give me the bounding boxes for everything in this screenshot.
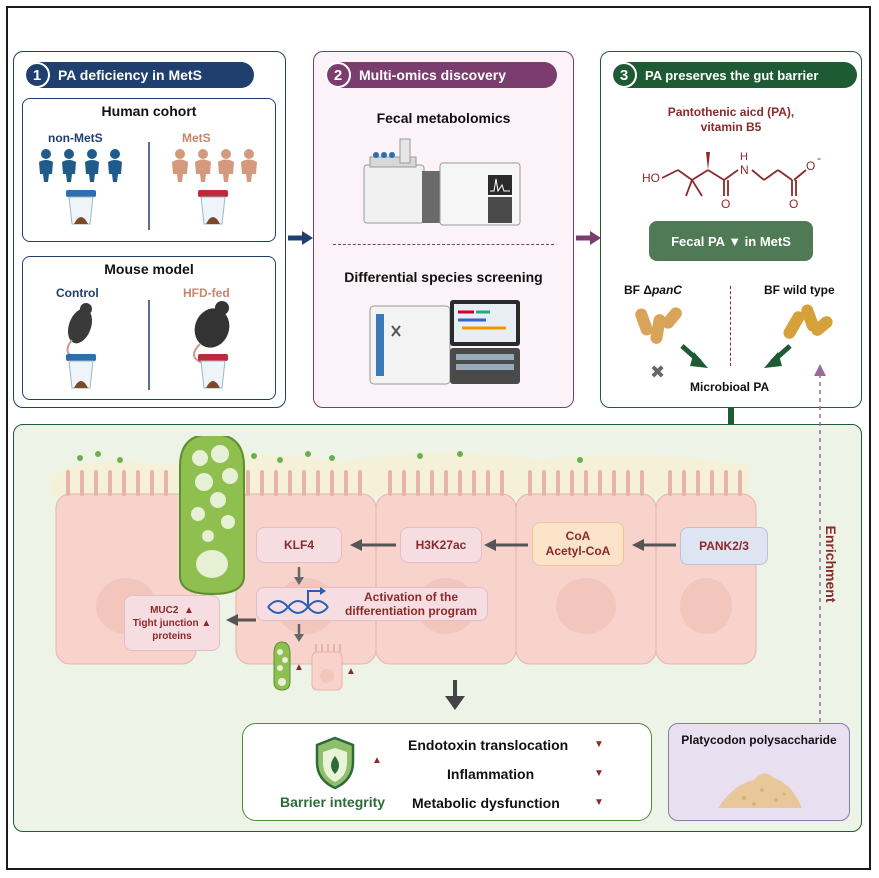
pa-compound-name: Pantothenic aicd (PA), vitamin B5 — [600, 105, 862, 135]
struct-ho: HO — [642, 171, 660, 185]
sample-cup-blue-icon — [66, 190, 96, 225]
struct-o-acid: O — [806, 159, 815, 173]
struct-n: N — [740, 163, 749, 177]
mets-label: MetS — [182, 131, 211, 145]
control-label: Control — [56, 286, 99, 300]
bacteria-graphics — [635, 304, 833, 368]
lc-ms-instrument-icon — [363, 138, 521, 226]
outcome-item-1: Endotoxin translocation — [408, 737, 569, 753]
non-mets-label: non-MetS — [48, 131, 103, 145]
arrow-coa-to-h3k — [484, 539, 528, 551]
cross-icon: ✖ — [650, 362, 666, 382]
muc2-node: MUC2 ▲ Tight junction ▲ proteins — [124, 595, 220, 651]
panel2-divider — [333, 244, 554, 245]
goblet-up-icon: ▲ — [294, 662, 304, 673]
human-cohort-graphics — [39, 142, 257, 230]
mouse-model-title: Mouse model — [104, 261, 194, 277]
bacteria-wild-icon — [783, 304, 833, 339]
panel1-title: PA deficiency in MetS — [58, 67, 202, 83]
enterocyte-up-icon: ▲ — [346, 666, 356, 677]
sequencer-instrument-icon — [369, 300, 520, 385]
powder-icon — [718, 773, 802, 808]
bacteria-mutant-icon — [635, 307, 682, 344]
panel3-number: 3 — [611, 62, 637, 88]
bf-panc-prefix: BF Δ — [624, 283, 652, 297]
coa-line2: Acetyl-CoA — [545, 544, 611, 558]
struct-h: H — [740, 151, 748, 163]
coa-line1: CoA — [565, 529, 591, 543]
fecal-pa-box: Fecal PA ▼ in MetS — [649, 221, 813, 261]
coa-node: CoA Acetyl-CoA — [532, 522, 624, 566]
human-cohort-title: Human cohort — [101, 103, 197, 119]
people-non-mets-icon — [39, 149, 122, 182]
muc2-up-icon: ▲ — [184, 604, 194, 616]
panel2-number: 2 — [325, 62, 351, 88]
mouse-cup-red-icon — [198, 354, 228, 389]
tight-line2: proteins — [152, 630, 192, 642]
pank-node: PANK2/3 — [680, 527, 768, 565]
outcome-down-icon-2: ▼ — [594, 768, 604, 779]
panel1-header: 1 PA deficiency in MetS — [24, 62, 254, 88]
pa-structure: HO N H O O O - — [642, 151, 821, 210]
struct-o-right: O — [789, 197, 798, 210]
arrow-dna-to-cells — [294, 624, 304, 642]
muc2-label: MUC2 — [150, 604, 179, 616]
arrow-h3k-to-klf4 — [350, 539, 396, 551]
panel3-title: PA preserves the gut barrier — [645, 67, 819, 83]
goblet-cell-icon — [179, 436, 245, 596]
mouse-hfd-icon — [193, 301, 230, 365]
outcome-item-2: Inflammation — [447, 766, 535, 782]
panel2-title: Multi-omics discovery — [359, 67, 507, 83]
klf4-node: KLF4 — [256, 527, 342, 563]
barrier-up-icon: ▲ — [372, 755, 382, 766]
arrow-to-muc2 — [226, 614, 256, 626]
sample-cup-red-icon — [198, 190, 228, 225]
tight-up-icon: ▲ — [201, 617, 212, 629]
tight-line1: Tight junction — [132, 617, 199, 629]
arrow-p2-to-p3 — [576, 231, 601, 245]
panel2-header: 2 Multi-omics discovery — [325, 62, 557, 88]
activation-line1: Activation of the — [363, 590, 458, 604]
outcome-down-icon-1: ▼ — [594, 739, 604, 750]
mouse-cup-blue-icon — [66, 354, 96, 389]
arrow-pank-to-coa — [632, 539, 676, 551]
outcome-box — [242, 723, 652, 821]
activation-line2: differentiation program — [344, 604, 477, 618]
fecal-metabolomics-label: Fecal metabolomics — [376, 110, 511, 126]
hfd-fed-label: HFD-fed — [183, 286, 230, 300]
shield-icon — [315, 736, 355, 790]
dna-icon — [267, 587, 329, 614]
barrier-integrity-label: Barrier integrity — [280, 794, 386, 810]
mouse-model-graphics — [66, 300, 230, 390]
arrow-p1-to-p2 — [288, 231, 313, 245]
enrichment-label: Enrichment — [823, 525, 839, 603]
outcome-down-icon-3: ▼ — [594, 797, 604, 808]
struct-o-left: O — [721, 197, 730, 210]
panel3-divider — [730, 286, 731, 366]
arrow-klf4-to-dna — [294, 567, 304, 585]
activation-node: Activation of the differentiation progra… — [256, 587, 488, 621]
bf-wild-type-label: BF wild type — [764, 283, 835, 297]
microbial-pa-label: Microbioal PA — [690, 380, 770, 394]
people-mets-icon — [172, 149, 257, 182]
epithelium-graphics — [50, 436, 757, 665]
figure-frame — [6, 6, 871, 870]
mouse-control-icon — [66, 303, 93, 361]
struct-charge: - — [817, 151, 821, 165]
muc2-row: MUC2 ▲ — [150, 604, 194, 617]
bf-panc-label: BF ΔpanC — [624, 283, 682, 297]
h3k27ac-node: H3K27ac — [400, 527, 482, 563]
bf-panc-gene: panC — [651, 283, 682, 297]
panel3-header: 3 PA preserves the gut barrier — [611, 62, 857, 88]
pa-compound-line2: vitamin B5 — [700, 120, 762, 134]
outcome-item-3: Metabolic dysfunction — [412, 795, 560, 811]
enrichment-dashed-arrow — [814, 364, 826, 722]
arrow-to-outcome — [445, 680, 465, 710]
tight-line1-row: Tight junction ▲ — [133, 617, 212, 630]
platycodon-label: Platycodon polysaccharide — [681, 733, 837, 747]
panel1-number: 1 — [24, 62, 50, 88]
differentiated-cells-icon: ▲ ▲ — [273, 641, 356, 691]
pa-compound-line1: Pantothenic aicd (PA), — [667, 105, 795, 119]
species-screening-label: Differential species screening — [344, 269, 543, 285]
